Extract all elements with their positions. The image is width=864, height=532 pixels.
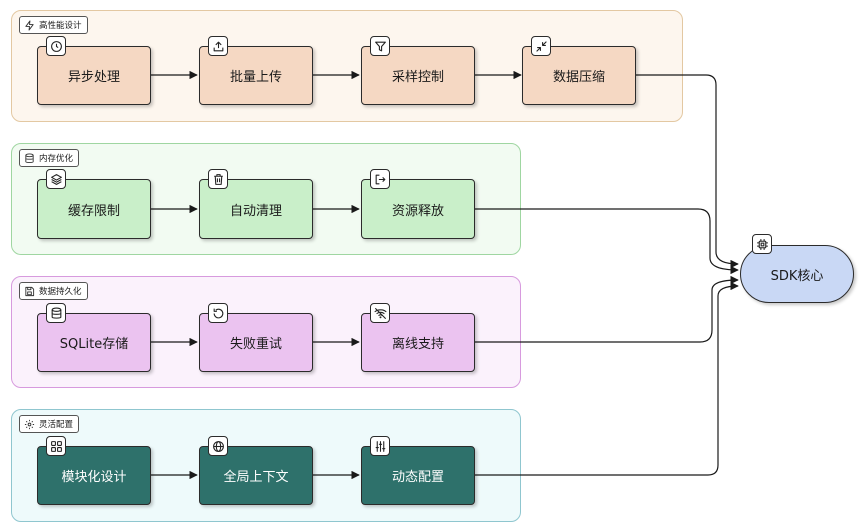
node-offline-support[interactable]: 离线支持 — [361, 303, 475, 372]
floppy-disk-icon — [24, 286, 35, 297]
node-label: 数据压缩 — [552, 70, 605, 85]
lightning-icon — [24, 19, 35, 31]
node-resource-release[interactable]: 资源释放 — [361, 169, 475, 239]
grid-icon — [46, 436, 66, 456]
node-auto-cleanup[interactable]: 自动清理 — [199, 169, 313, 239]
node-label: 缓存限制 — [67, 203, 120, 219]
node-sdk-core[interactable]: SDK核心 — [740, 234, 854, 303]
clock-icon — [46, 36, 66, 56]
compress-icon — [531, 36, 551, 56]
node-label: 自动清理 — [229, 203, 282, 219]
node-global-context[interactable]: 全局上下文 — [199, 436, 313, 505]
logout-icon — [370, 169, 390, 189]
node-modular-design[interactable]: 模块化设计 — [37, 436, 151, 505]
node-label: SQLite存储 — [59, 337, 129, 352]
group-label: 高性能设计 — [39, 21, 82, 31]
node-label: 采样控制 — [391, 70, 444, 85]
node-sqlite-storage[interactable]: SQLite存储 — [37, 303, 151, 372]
globe-icon — [208, 436, 228, 456]
sliders-icon — [370, 436, 390, 456]
node-label: 批量上传 — [229, 70, 282, 85]
node-label: 异步处理 — [67, 70, 120, 85]
node-sampling-control[interactable]: 采样控制 — [361, 36, 475, 105]
chip-icon — [752, 234, 772, 254]
core-label: SDK核心 — [770, 268, 824, 284]
group-label: 内存优化 — [39, 154, 74, 164]
node-failure-retry[interactable]: 失败重试 — [199, 303, 313, 372]
node-cache-limit[interactable]: 缓存限制 — [37, 169, 151, 239]
node-data-compression[interactable]: 数据压缩 — [522, 36, 636, 105]
node-label: 模块化设计 — [61, 470, 127, 485]
database-icon — [24, 152, 35, 164]
wifi-off-icon — [370, 303, 390, 323]
group-label: 数据持久化 — [39, 287, 82, 297]
node-label: 全局上下文 — [223, 470, 289, 485]
node-batch-upload[interactable]: 批量上传 — [199, 36, 313, 105]
retry-icon — [208, 303, 228, 323]
layers-icon — [46, 169, 66, 189]
node-dynamic-config[interactable]: 动态配置 — [361, 436, 475, 505]
node-label: 资源释放 — [391, 203, 444, 219]
group-tag: 数据持久化 — [19, 282, 88, 300]
group-tag: 灵活配置 — [19, 415, 80, 433]
database-icon — [46, 303, 66, 323]
node-label: 离线支持 — [391, 337, 444, 352]
node-label: 动态配置 — [391, 470, 444, 485]
group-tag: 内存优化 — [19, 149, 80, 167]
node-label: 失败重试 — [229, 337, 282, 352]
filter-icon — [370, 36, 390, 56]
upload-icon — [208, 36, 228, 56]
node-async-processing[interactable]: 异步处理 — [37, 36, 151, 105]
trash-icon — [208, 169, 228, 189]
group-label: 灵活配置 — [39, 420, 74, 430]
group-tag: 高性能设计 — [19, 16, 88, 34]
gear-icon — [24, 419, 35, 430]
